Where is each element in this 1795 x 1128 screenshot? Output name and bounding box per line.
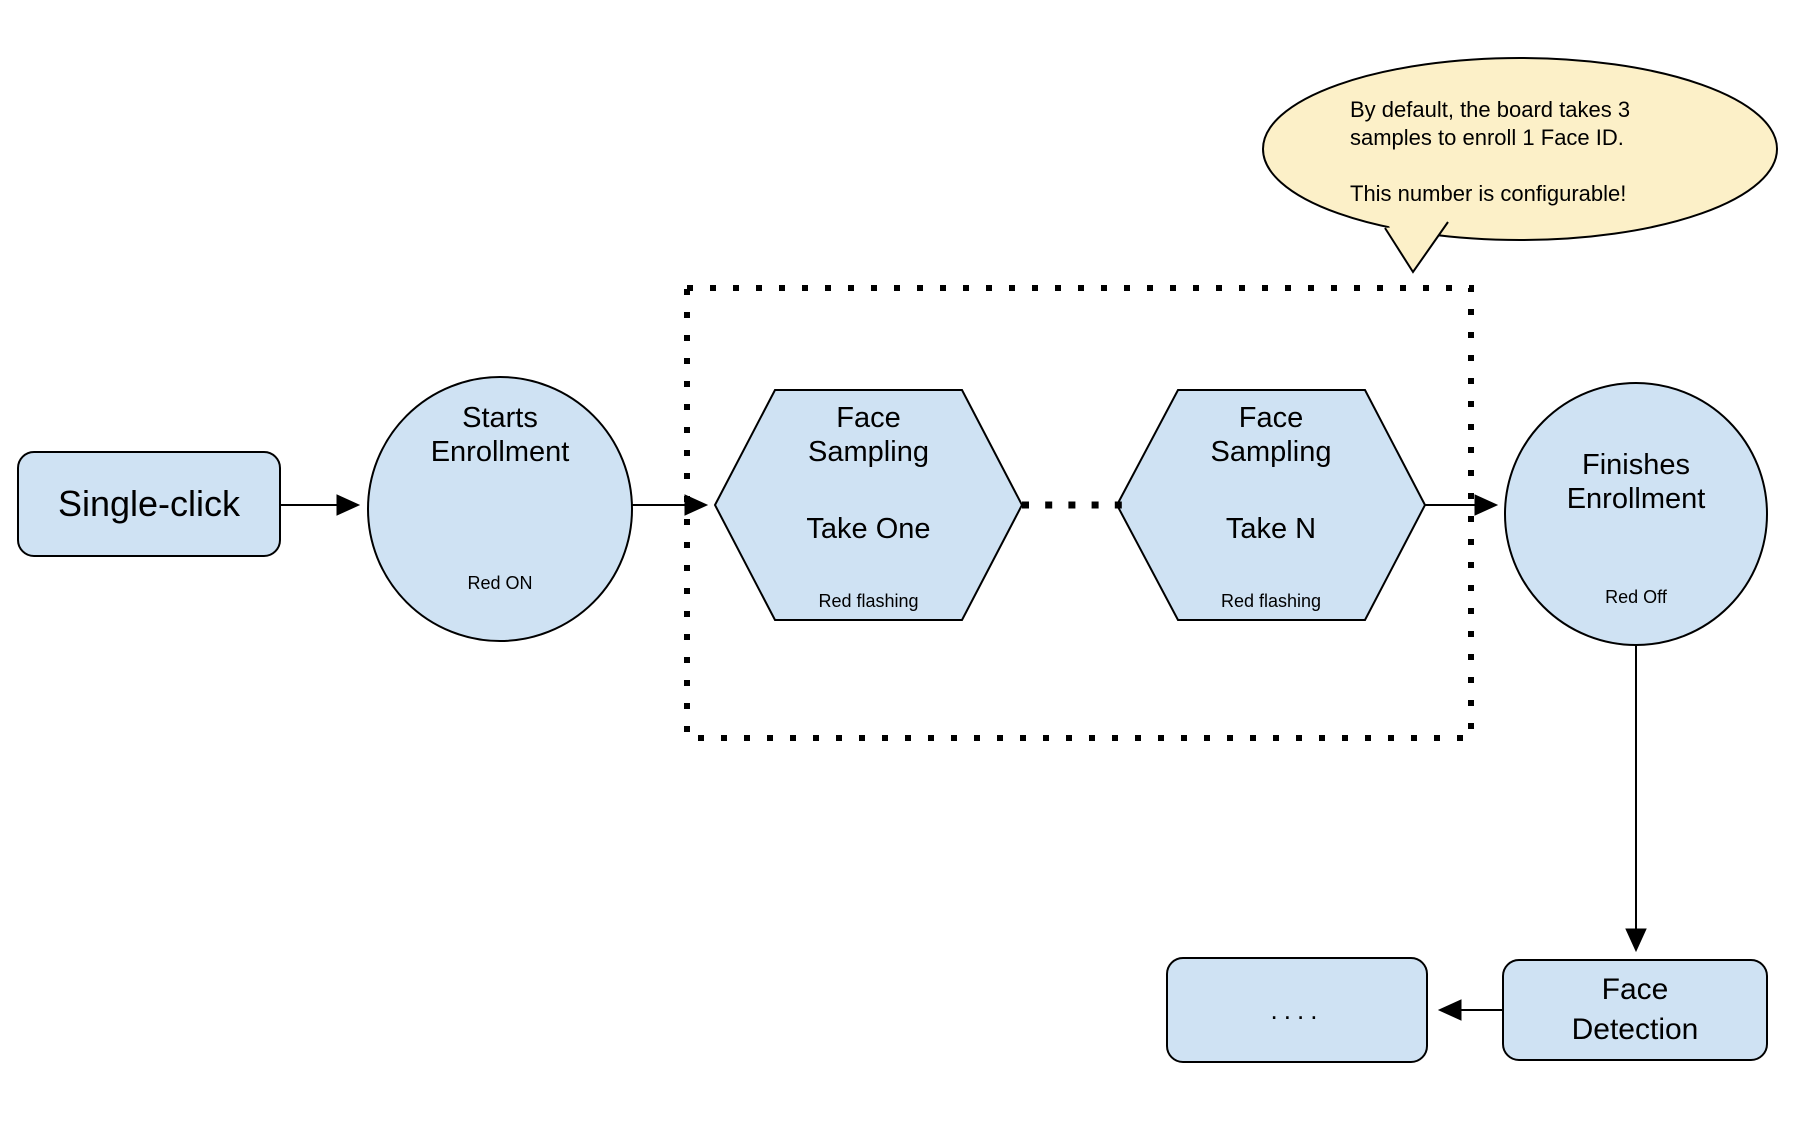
face-detection-label: Face Detection <box>1571 973 1699 1046</box>
callout-bubble-tail-mask <box>1389 221 1441 263</box>
face-sampling-one-take-label: Take One <box>806 513 931 545</box>
sampling-group-dotted-border <box>684 285 1474 741</box>
face-sampling-one-label: Face Sampling <box>808 402 929 468</box>
finishes-enrollment-label: Finishes Enrollment <box>1566 449 1706 515</box>
finishes-enrollment-sublabel: Red Off <box>1605 587 1667 607</box>
callout-bubble-shape <box>1262 57 1778 241</box>
ellipsis-label: .... <box>1270 994 1324 1025</box>
single-click-label: Single-click <box>57 483 241 524</box>
face-sampling-n-take-label: Take N <box>1225 513 1317 545</box>
starts-enrollment-node <box>367 376 633 642</box>
face-sampling-n-sublabel: Red flashing <box>1220 591 1322 611</box>
face-sampling-n-label: Face Sampling <box>1210 402 1332 468</box>
callout-text: By default, the board takes 3 samples to… <box>1350 97 1631 206</box>
face-sampling-one-sublabel: Red flashing <box>818 591 919 611</box>
starts-enrollment-sublabel: Red ON <box>467 573 533 593</box>
starts-enrollment-label: Starts Enrollment <box>430 402 570 468</box>
ellipsis-node <box>1166 957 1428 1063</box>
